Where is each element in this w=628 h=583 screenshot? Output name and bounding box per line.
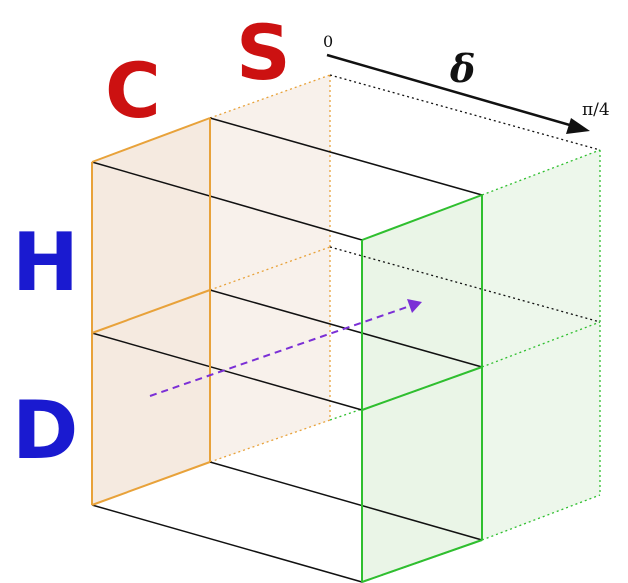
delta-axis-arrowhead (566, 118, 590, 134)
orange-solid-edges (91, 117, 211, 506)
axis-start-label: 0 (323, 32, 333, 51)
delta-axis-line (326, 53, 581, 130)
green-solid-edges (361, 194, 483, 583)
orange-dotted-edges (209, 74, 331, 420)
label-s: S (236, 8, 291, 97)
orange-dotted-bottom (209, 419, 331, 463)
delta-symbol: δ (449, 46, 475, 91)
label-h: H (12, 216, 79, 309)
label-c: C (105, 46, 161, 135)
label-d: D (12, 384, 78, 477)
green-dotted-edges (329, 149, 601, 541)
back-left-panel (210, 75, 330, 462)
purple-arrow-head (407, 299, 422, 313)
purple-dashed-arrow (149, 305, 411, 397)
back-right-panel (482, 150, 600, 540)
axis-end-label: π/4 (582, 100, 610, 120)
black-solid-edges (91, 117, 483, 583)
black-dotted-edges (329, 74, 601, 323)
